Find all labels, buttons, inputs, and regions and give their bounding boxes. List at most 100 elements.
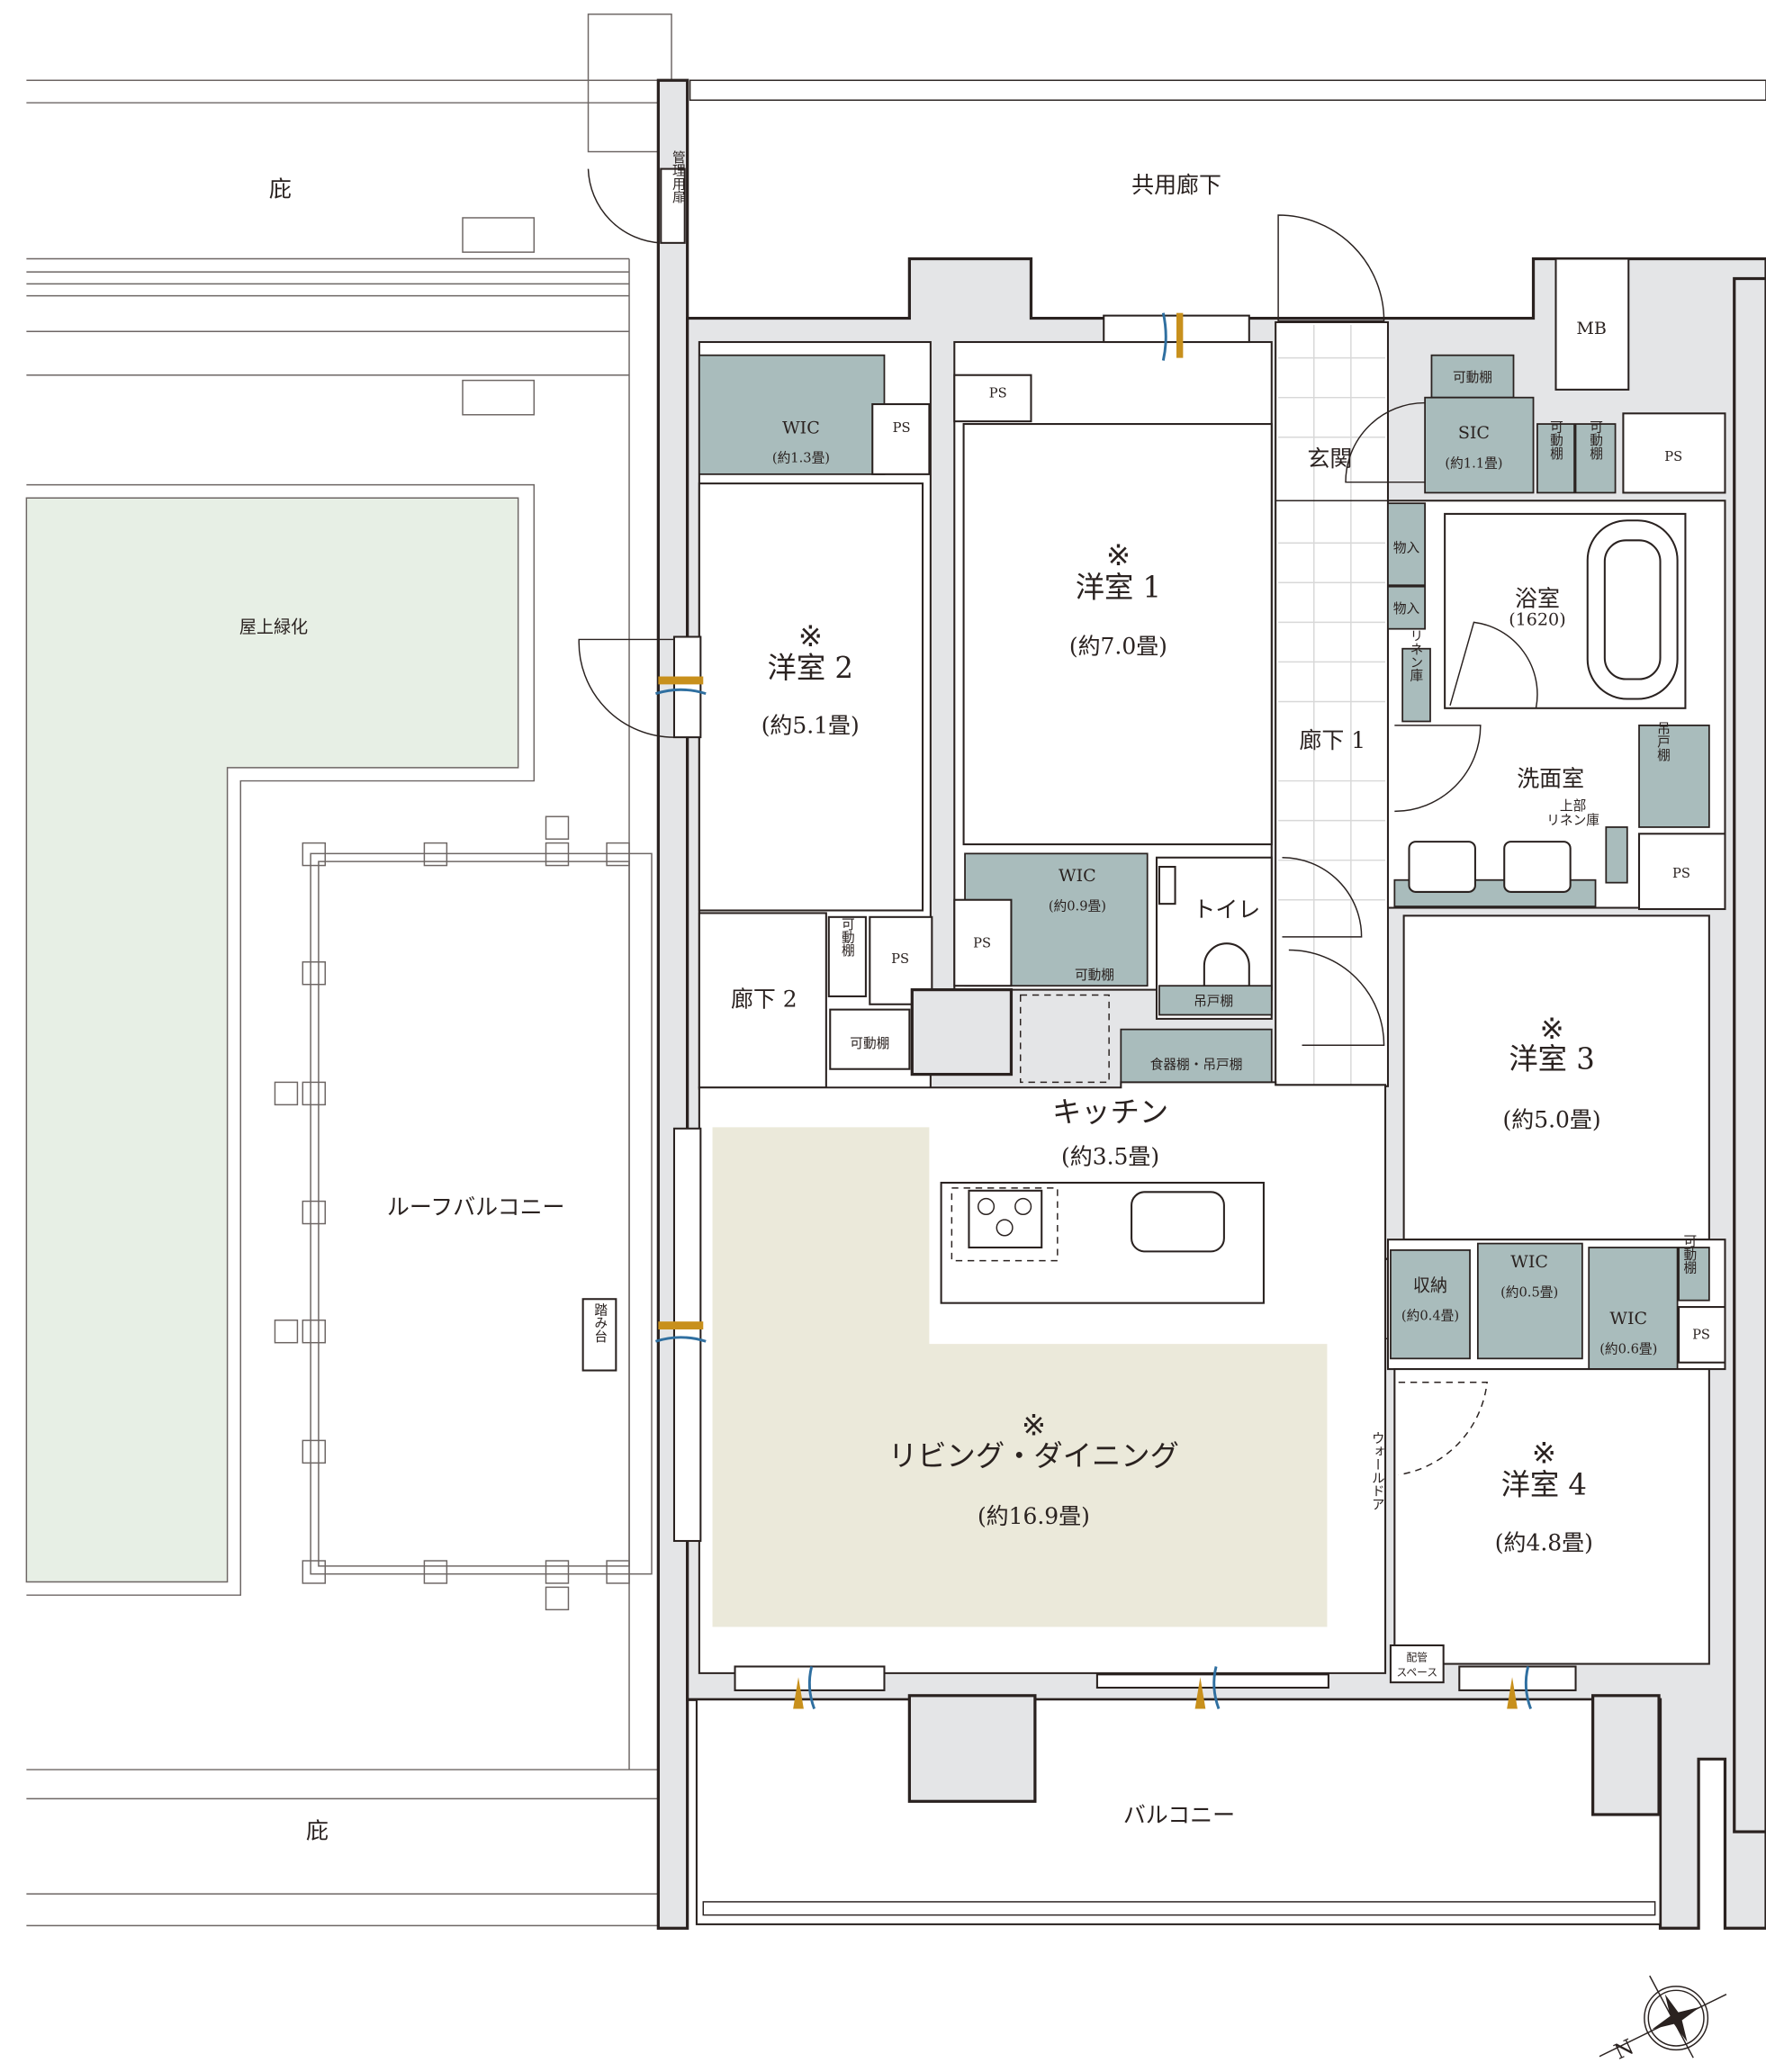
- western-room-3-name: 洋室 3: [1509, 1042, 1594, 1077]
- mb-box: [1554, 257, 1630, 391]
- ps-label: PS: [1672, 866, 1690, 881]
- wic-2-size: (約0.9畳): [1049, 898, 1106, 914]
- common-corridor-label: 共用廊下: [1131, 172, 1221, 198]
- window-western-2: [672, 635, 702, 739]
- toilet-label: トイレ: [1193, 896, 1260, 923]
- hanging-cabinet-label: 吊戸棚: [1194, 994, 1233, 1009]
- shoe-closet[interactable]: [1424, 396, 1535, 494]
- south-windows: [734, 1665, 1577, 1710]
- roof-greening-label: 屋上緑化: [239, 617, 308, 637]
- storage-label: 物入: [1393, 601, 1420, 617]
- sic-door[interactable]: [1345, 401, 1426, 483]
- ps-label: PS: [989, 386, 1007, 401]
- entrance-door[interactable]: [1277, 214, 1385, 322]
- ps-label: PS: [1692, 1327, 1710, 1342]
- closet[interactable]: [1390, 1249, 1471, 1360]
- bathroom-label: 浴室: [1515, 586, 1560, 612]
- note-mark: ※: [1106, 538, 1131, 572]
- hallway-2-label: 廊下 2: [731, 986, 797, 1013]
- stove-icon: [968, 1189, 1043, 1248]
- maintenance-door[interactable]: [660, 167, 686, 244]
- western-room-1[interactable]: [962, 423, 1273, 846]
- storage-label: 物入: [1393, 541, 1420, 556]
- wic-2-label: WIC: [1059, 865, 1096, 886]
- shelf-label: 可動棚: [840, 917, 855, 957]
- hallway-1[interactable]: [1275, 320, 1390, 1087]
- balcony-label: バルコニー: [1123, 1802, 1235, 1828]
- living-dining-area: [712, 1127, 1328, 1627]
- living-dining-size: (約16.9畳): [978, 1503, 1090, 1529]
- hallway-2[interactable]: [698, 912, 827, 1089]
- compass-north-label: N: [1610, 2034, 1637, 2065]
- pipe-space-label: 配管: [1407, 1652, 1428, 1664]
- washroom-label: 洗面室: [1517, 765, 1584, 791]
- bath-door[interactable]: [1449, 621, 1538, 708]
- upper-linen-label: リネン庫: [1546, 813, 1599, 828]
- linen-label: リネン庫: [1408, 629, 1423, 682]
- toilet-door[interactable]: [1282, 857, 1363, 938]
- sic-label: SIC: [1458, 422, 1490, 443]
- window-marker-icon: [658, 676, 704, 685]
- wall-door-label: ウォールドア: [1370, 1431, 1385, 1510]
- note-mark: ※: [798, 619, 823, 653]
- upper-linen-label: 上部: [1560, 798, 1586, 814]
- eaves-bottom-label: 庇: [306, 1817, 329, 1843]
- shelf-label: 可動棚: [1453, 370, 1492, 385]
- sic-size: (約1.1畳): [1445, 456, 1502, 472]
- closet-size: (約0.4畳): [1401, 1309, 1459, 1324]
- western-room-1-size: (約7.0畳): [1069, 634, 1167, 660]
- hallway-1-label: 廊下 1: [1299, 727, 1365, 753]
- exterior-wall-right: [1733, 276, 1766, 1833]
- ps-1-label: PS: [893, 420, 911, 436]
- window-living-west: [672, 1127, 702, 1543]
- step-platform: [581, 1298, 617, 1372]
- western-room-4-size: (約4.8畳): [1495, 1529, 1593, 1555]
- roof-balcony-label: ルーフバルコニー: [387, 1194, 565, 1220]
- room-door[interactable]: [1288, 949, 1385, 1047]
- mb-label: MB: [1576, 318, 1607, 338]
- eaves-top-label: 庇: [269, 176, 292, 202]
- sink-icon: [1408, 841, 1476, 893]
- western-room-4[interactable]: [1393, 1368, 1710, 1665]
- ps-1: [871, 402, 931, 475]
- roof-balcony: [274, 815, 653, 1611]
- shelf-label: 可動棚: [1075, 968, 1114, 983]
- corridor-railing: [689, 79, 1766, 101]
- western-room-2-size: (約5.1畳): [761, 713, 860, 739]
- wic-1-size: (約1.3畳): [772, 451, 830, 466]
- ps-label: PS: [891, 951, 909, 967]
- wic-1-label: WIC: [782, 417, 820, 437]
- compass-icon: [1599, 1975, 1727, 2058]
- bathroom-size: (1620): [1509, 608, 1565, 629]
- western-room-3-size: (約5.0畳): [1503, 1106, 1601, 1132]
- wic-3-size: (約0.5畳): [1500, 1284, 1558, 1300]
- maintenance-door-swing: [587, 168, 662, 244]
- balcony[interactable]: [695, 1698, 1662, 1925]
- western-room-2[interactable]: [698, 482, 924, 912]
- wic-3-label: WIC: [1510, 1251, 1548, 1272]
- washroom-door[interactable]: [1394, 725, 1482, 813]
- entrance-label: 玄関: [1307, 446, 1352, 472]
- living-dining-name: リビング・ダイニング: [888, 1438, 1179, 1473]
- eaves-bottom: [26, 1769, 659, 1927]
- shelf-label: 可動棚: [1548, 420, 1563, 460]
- western-room-4-name: 洋室 4: [1501, 1468, 1587, 1502]
- ps-label: PS: [973, 936, 991, 951]
- shelf-label: 可動棚: [1588, 420, 1603, 460]
- wic-1[interactable]: [698, 354, 886, 475]
- ps-label: PS: [1664, 449, 1682, 464]
- door-western-2-balcony[interactable]: [578, 638, 675, 738]
- hanging-cabinet-label: 吊戸棚: [1655, 721, 1671, 761]
- western-room-2-name: 洋室 2: [768, 651, 853, 685]
- note-mark: ※: [1532, 1436, 1556, 1470]
- shelf-label: 可動棚: [1681, 1234, 1697, 1274]
- kitchen-name: キッチン: [1052, 1095, 1168, 1129]
- kitchen-size: (約3.5畳): [1061, 1143, 1159, 1169]
- pipe-space-label: スペース: [1397, 1666, 1438, 1679]
- western-room-3[interactable]: [1402, 914, 1710, 1241]
- wic-3[interactable]: [1476, 1242, 1583, 1360]
- exterior-wall-left: [656, 78, 689, 1930]
- shelf-label: 可動棚: [850, 1036, 889, 1051]
- western-room-1-name: 洋室 1: [1076, 570, 1161, 604]
